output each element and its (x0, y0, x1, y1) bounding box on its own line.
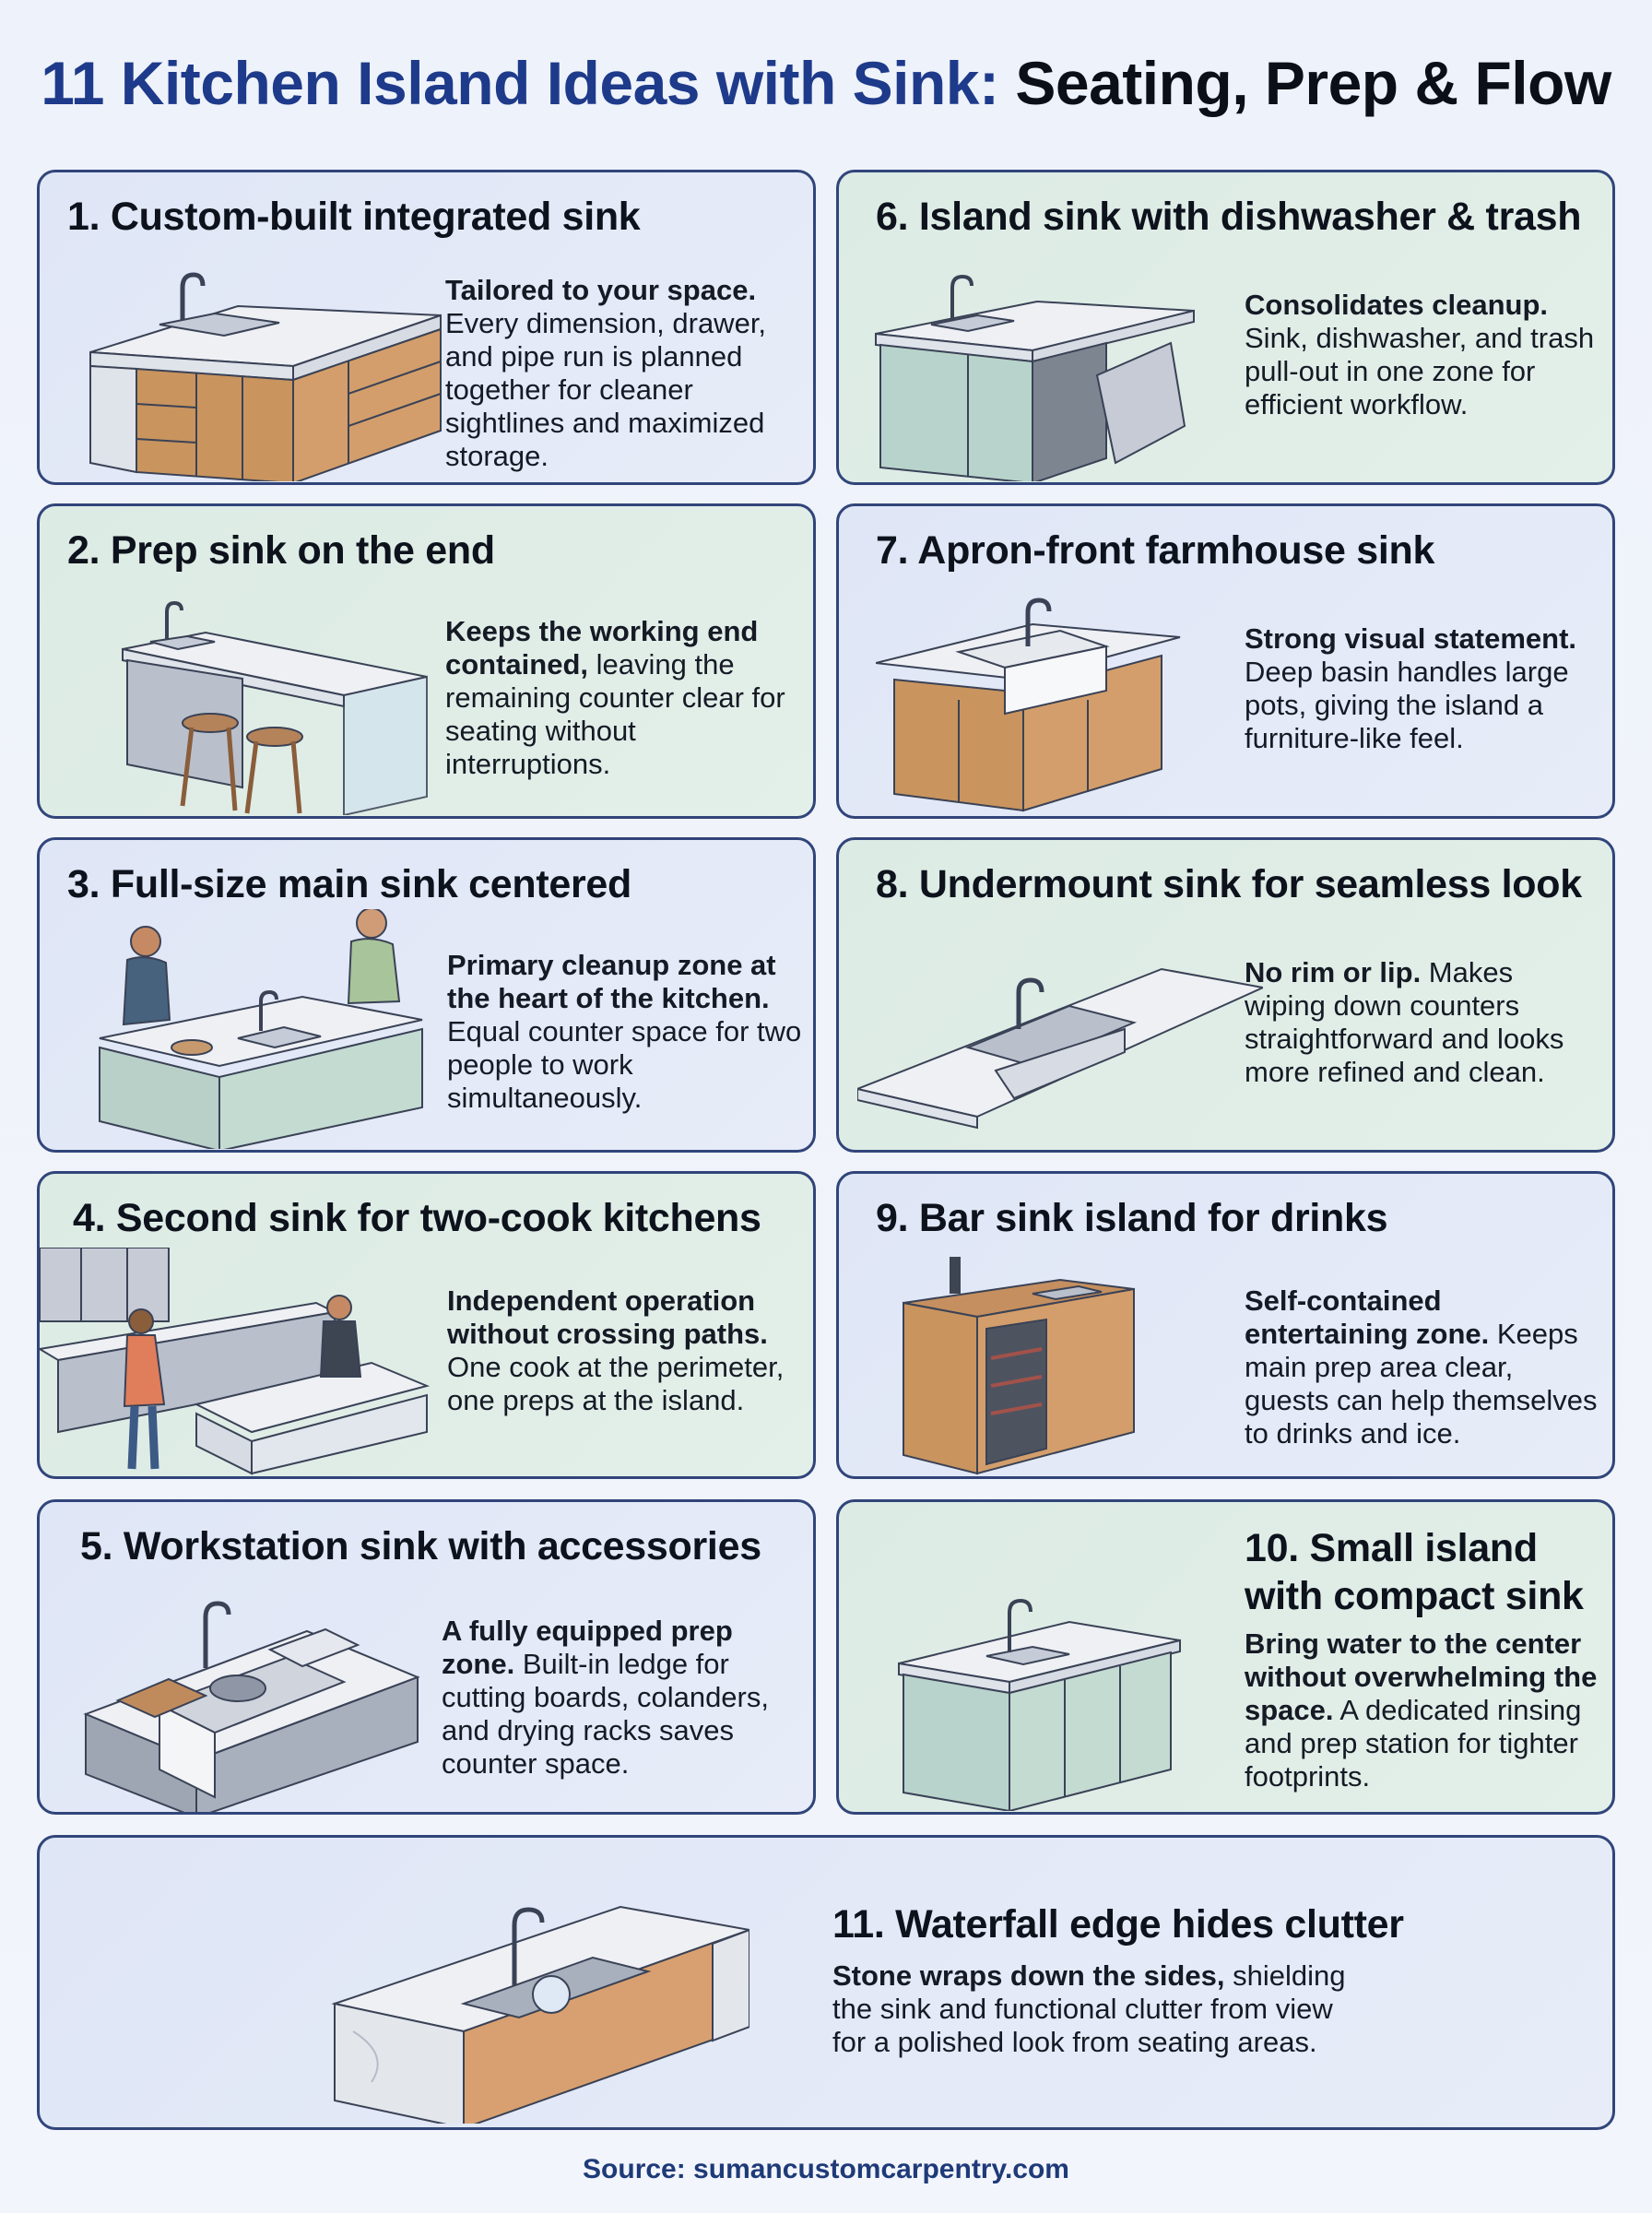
card-3-description: Primary cleanup zone at the heart of the… (447, 949, 802, 1114)
card-2: 2. Prep sink on the end Keeps the workin… (37, 503, 816, 819)
two-people-center-sink-illustration (99, 909, 423, 1149)
card-4: 4. Second sink for two-cook kitchens Ind… (37, 1171, 816, 1479)
card-8-description: No rim or lip. Makes wiping down counter… (1245, 956, 1564, 1088)
card-2-title: 2. Prep sink on the end (67, 528, 495, 573)
card-1-title: 1. Custom-built integrated sink (67, 195, 641, 239)
bar-sink-wine-fridge-illustration (903, 1257, 1135, 1475)
card-7-description: Strong visual statement. Deep basin hand… (1245, 622, 1577, 754)
card-4-description: Independent operation without crossing p… (447, 1284, 785, 1416)
title-part-blue: 11 Kitchen Island Ideas with Sink: (41, 49, 999, 117)
card-7: 7. Apron-front farmhouse sink Strong vis… (836, 503, 1615, 819)
workstation-sink-accessories-illustration (83, 1601, 420, 1812)
farmhouse-sink-island-illustration (876, 598, 1181, 812)
island-sink-wood-drawers-illustration (89, 272, 442, 481)
card-1: 1. Custom-built integrated sink Tailored… (37, 170, 816, 485)
card-3-title: 3. Full-size main sink centered (67, 862, 632, 906)
page-title: 11 Kitchen Island Ideas with Sink: Seati… (0, 48, 1652, 118)
sink-dishwasher-island-illustration (875, 274, 1195, 481)
source-credit: Source: sumancustomcarpentry.com (583, 2154, 1069, 2184)
compact-sink-island-illustration (898, 1598, 1181, 1811)
prep-sink-island-stools-illustration (122, 600, 428, 815)
card-9-description: Self-contained entertaining zone. Keeps … (1245, 1284, 1598, 1450)
card-9-title: 9. Bar sink island for drinks (876, 1196, 1388, 1240)
card-2-description: Keeps the working end contained, leaving… (445, 615, 785, 780)
waterfall-marble-island-illustration (331, 1905, 749, 2124)
card-6-title: 6. Island sink with dishwasher & trash (876, 195, 1582, 239)
two-cooks-kitchen-illustration (40, 1248, 431, 1475)
card-11: 11. Waterfall edge hides clutter Stone w… (37, 1835, 1615, 2130)
card-9: 9. Bar sink island for drinks Self-conta… (836, 1171, 1615, 1479)
card-6: 6. Island sink with dishwasher & trash C… (836, 170, 1615, 485)
card-8-title: 8. Undermount sink for seamless look (876, 862, 1582, 906)
card-10-description: Bring water to the center without overwh… (1245, 1627, 1598, 1793)
card-11-description: Stone wraps down the sides, shielding th… (832, 1959, 1346, 2058)
card-5-description: A fully equipped prep zone. Built-in led… (442, 1615, 769, 1780)
card-1-description: Tailored to your space. Every dimension,… (445, 274, 767, 472)
card-10-title: 10. Small island with compact sink (1245, 1526, 1584, 1618)
title-part-black: Seating, Prep & Flow (1015, 49, 1611, 117)
card-7-title: 7. Apron-front farmhouse sink (876, 528, 1435, 573)
card-4-title: 4. Second sink for two-cook kitchens (73, 1196, 761, 1240)
undermount-sink-counter-illustration (857, 967, 1263, 1130)
card-5-title: 5. Workstation sink with accessories (80, 1524, 761, 1568)
card-10: 10. Small island with compact sink Bring… (836, 1499, 1615, 1815)
card-6-description: Consolidates cleanup. Sink, dishwasher, … (1245, 289, 1595, 420)
card-5: 5. Workstation sink with accessories A f… (37, 1499, 816, 1815)
card-8: 8. Undermount sink for seamless look No … (836, 837, 1615, 1153)
card-3: 3. Full-size main sink centered Primary … (37, 837, 816, 1153)
card-11-title: 11. Waterfall edge hides clutter (832, 1902, 1404, 1947)
